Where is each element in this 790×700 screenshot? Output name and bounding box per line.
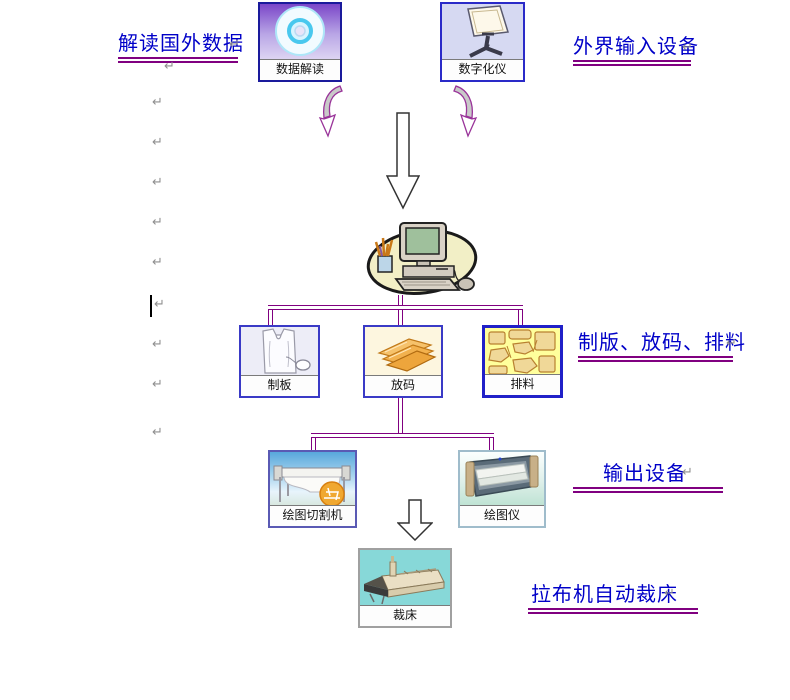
connector-line — [268, 310, 273, 325]
box-label: 数字化仪 — [442, 59, 523, 80]
connector-line — [311, 438, 316, 450]
box-plotter-cutter[interactable]: 绘图切割机 — [268, 450, 357, 528]
connector-line — [398, 310, 403, 325]
nested-pieces-icon — [485, 328, 560, 374]
paragraph-mark: ↵ — [682, 40, 693, 55]
box-label: 裁床 — [360, 605, 450, 626]
box-label: 放码 — [365, 375, 441, 396]
box-plotter[interactable]: 绘图仪 — [458, 450, 546, 528]
connector-line — [268, 305, 523, 310]
box-pattern-making[interactable]: 制板 — [239, 325, 320, 398]
paragraph-mark: ↵ — [164, 59, 175, 74]
box-label: 制板 — [241, 375, 318, 396]
curved-arrow-left-icon[interactable] — [318, 84, 346, 152]
box-label: 绘图切割机 — [270, 505, 355, 526]
box-label: 排料 — [485, 374, 560, 395]
paragraph-mark: ↵ — [726, 336, 737, 351]
paragraph-mark: ↵ — [152, 377, 163, 392]
paragraph-mark: ↵ — [152, 215, 163, 230]
box-data-decode[interactable]: 数据解读 — [258, 2, 342, 82]
paragraph-mark: ↵ — [152, 135, 163, 150]
box-label: 数据解读 — [260, 59, 340, 80]
caption-pattern-grading-marker: 制版、放码、排料 — [578, 330, 746, 354]
connector-line — [489, 438, 494, 450]
box-marker-making[interactable]: 排料 — [482, 325, 563, 398]
caption-spreader-auto-cutter: 拉布机自动裁床 — [531, 582, 678, 606]
caption-output-devices: 输出设备 — [603, 461, 687, 485]
box-label: 绘图仪 — [460, 505, 544, 526]
paragraph-mark: ↵ — [152, 425, 163, 440]
box-digitizer[interactable]: 数字化仪 — [440, 2, 525, 82]
connector-line — [518, 310, 523, 325]
down-arrow-large-icon[interactable] — [385, 112, 421, 214]
caption-underline — [573, 60, 691, 66]
garment-pattern-icon — [241, 327, 318, 375]
plotter-photo — [460, 452, 544, 505]
caption-underline — [528, 608, 698, 614]
connector-line — [311, 433, 494, 438]
paragraph-mark: ↵ — [152, 175, 163, 190]
box-grading[interactable]: 放码 — [363, 325, 443, 398]
text-cursor — [150, 295, 152, 317]
down-arrow-small-icon[interactable] — [396, 499, 434, 545]
paragraph-mark: ↵ — [664, 586, 675, 601]
plotter-cutter-photo — [270, 452, 355, 505]
paragraph-mark: ↵ — [152, 337, 163, 352]
paragraph-mark: ↵ — [682, 465, 693, 480]
connector-line — [398, 398, 403, 433]
caption-underline — [578, 356, 733, 362]
box-cutting-table[interactable]: 裁床 — [358, 548, 452, 628]
stacked-layers-icon — [365, 327, 441, 375]
caption-decode-foreign-data: 解读国外数据 — [118, 31, 244, 55]
paragraph-mark: ↵ — [154, 297, 165, 312]
computer-clipart[interactable] — [362, 218, 483, 302]
caption-external-input-devices: 外界输入设备 — [573, 34, 699, 58]
cutting-table-photo — [360, 550, 450, 605]
paragraph-mark: ↵ — [152, 255, 163, 270]
paragraph-mark: ↵ — [152, 95, 163, 110]
caption-underline — [573, 487, 723, 493]
digitizer-icon — [442, 4, 523, 59]
paragraph-mark: ↵ — [229, 37, 240, 52]
cd-icon — [260, 4, 340, 59]
caption-underline — [118, 57, 238, 63]
curved-arrow-right-icon[interactable] — [450, 84, 478, 152]
connector-line — [398, 295, 403, 305]
